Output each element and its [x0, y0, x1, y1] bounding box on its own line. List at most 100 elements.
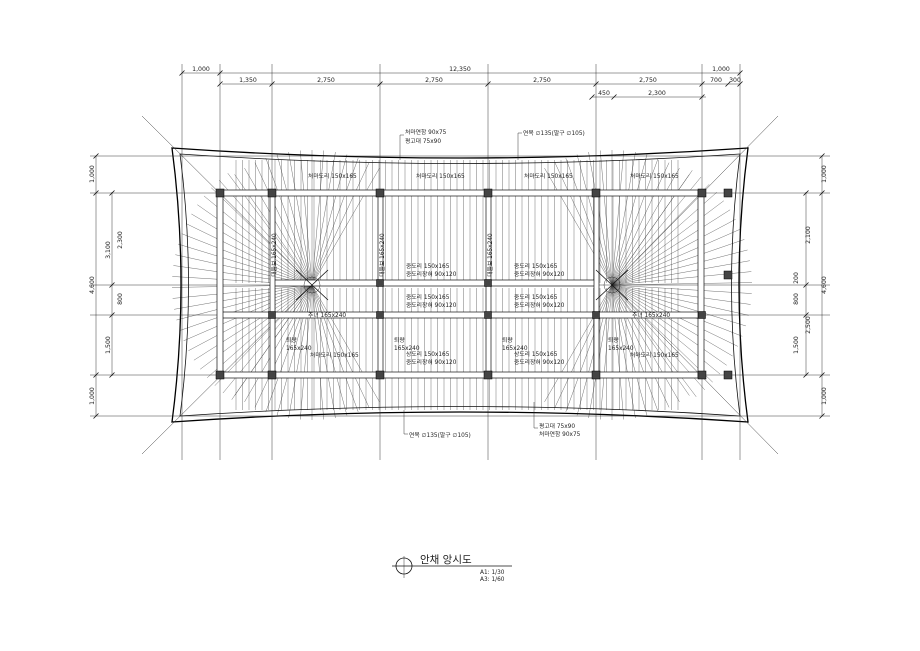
fan-rafter-right-bottom: [565, 284, 613, 412]
drawing-scale-a3: A3: 1/60: [480, 577, 505, 583]
dim-left-overall: 4,600: [89, 276, 96, 294]
dragon-beam-crosses: [295, 269, 629, 301]
drawing-scale-a1: A1: 1/30: [480, 570, 505, 576]
post-marker: [697, 370, 707, 380]
dim-tick-left: [109, 372, 115, 378]
dim-tick-right: [819, 372, 825, 378]
dim-tick-top: [699, 81, 705, 87]
callout-leaders: [399, 132, 538, 435]
fan-rafter-left-bottom: [254, 284, 313, 408]
fan-rafter-right-top: [544, 167, 613, 286]
dim-tick-top: [485, 81, 491, 87]
fan-rafter-left-bottom: [276, 284, 313, 416]
dim-left-sub-2: 800: [117, 293, 124, 305]
fan-rafter-left: [172, 284, 313, 299]
fan-rafter-right-bottom: [611, 284, 624, 420]
dim-tick-top: [737, 81, 743, 87]
title-block: 안채 앙시도 A1: 1/30 A3: 1/60: [392, 554, 512, 583]
dim-right-part-1: 1,000: [821, 165, 828, 183]
dim-top-bay-5: 2,750: [639, 77, 657, 84]
bay-beam-4: [593, 189, 600, 379]
fan-rafter-left: [178, 243, 313, 286]
label-cross-beam-1: 대들보 165x240: [270, 233, 278, 277]
dim-right-part-4: 1,500: [793, 336, 800, 354]
posts: [215, 188, 733, 380]
dim-top-bay-7: 300: [729, 77, 741, 84]
label-upper-purlin-1: 상도리 150x165: [406, 350, 450, 358]
grid-lines: [90, 64, 830, 460]
dim-tick-top: [179, 70, 185, 76]
label-mid-plate-1: 중도리장혀 90x120: [406, 270, 457, 278]
fan-rafter-left: [197, 204, 313, 286]
label-tie-beam-1: 퇴량: [286, 336, 297, 344]
post-marker: [483, 370, 493, 380]
dim-tick-left: [109, 312, 115, 318]
label-cross-beam-2: 대들보 165x240: [378, 233, 386, 277]
label-eave-purlin-1: 처마도리 150x165: [308, 172, 357, 180]
fan-rafter-left-bottom: [311, 284, 336, 418]
label-eave-purlin-6: 처마도리 150x165: [630, 351, 679, 359]
fan-rafter-left: [176, 284, 313, 321]
fan-rafter-left-top: [311, 162, 370, 286]
fan-rafter-right-bottom: [611, 284, 680, 403]
callout-top-b: 연목 ∅135(말구 ∅105): [523, 129, 585, 137]
label-cross-beam-3: 대들보 165x240: [486, 233, 494, 277]
fan-rafter-left-bottom: [288, 284, 313, 418]
fan-rafter-right: [611, 284, 727, 366]
fan-rafter-right-top: [611, 154, 648, 286]
dim-right-overall: 4,600: [821, 276, 828, 294]
fan-rafter-right-bottom: [611, 284, 648, 416]
dim-tick-top: [589, 94, 595, 100]
label-tie-beam-size-1: 165x240: [286, 346, 312, 352]
fan-rafter-left-top: [300, 150, 313, 286]
post-marker: [723, 370, 733, 380]
label-mid-purlin-1: 중도리 150x165: [406, 262, 450, 270]
dim-left-sub-1: 2,300: [117, 231, 124, 249]
dim-top-bay-2: 2,750: [317, 77, 335, 84]
dim-right-sub-1: 200: [793, 272, 800, 284]
callout-top-a: 평고대 75x90: [405, 137, 441, 145]
post-marker: [484, 279, 492, 287]
dim-tick-top: [737, 70, 743, 76]
dimension-ticks: [93, 70, 825, 419]
bay-beam-1: [269, 189, 276, 379]
dim-tick-left: [93, 372, 99, 378]
dim-tick-left: [93, 413, 99, 419]
callout-top-a2: 처마연함 90x75: [405, 128, 447, 136]
fan-rafter-left: [179, 284, 313, 331]
fan-rafter-right: [611, 284, 751, 305]
fan-rafter-left: [186, 223, 313, 286]
label-mid-purlin-2: 중도리 150x165: [514, 262, 558, 270]
fan-rafter-left: [214, 284, 313, 386]
dim-tick-right: [803, 282, 809, 288]
fan-rafter-right: [611, 229, 741, 286]
fan-rafter-right-top: [611, 152, 636, 286]
dim-top-bay-6: 700: [710, 77, 722, 84]
post-marker: [723, 270, 733, 280]
fan-rafter-left-top: [311, 158, 359, 286]
label-tie-beam-2: 퇴량: [394, 336, 405, 344]
post-marker: [591, 370, 601, 380]
post-marker: [592, 311, 600, 319]
fan-rafter-left-top: [254, 162, 313, 286]
post-marker: [375, 370, 385, 380]
label-eave-purlin-3: 처마도리 150x165: [524, 172, 573, 180]
fan-rafter-left-top: [311, 167, 380, 286]
fan-rafter-left-top: [311, 152, 336, 286]
dim-left-part-1: 1,000: [89, 165, 96, 183]
dim-top-bay-3: 2,750: [425, 77, 443, 84]
label-tie-beam-3: 퇴량: [502, 336, 513, 344]
fan-rafter-left-bottom: [244, 284, 313, 403]
dim-right-part-3: 2,500: [805, 316, 812, 334]
dim-tick-top: [377, 81, 383, 87]
roof-outline: [171, 147, 749, 423]
dim-left-part-2: 3,100: [105, 241, 112, 259]
label-mid-purlin-3: 중도리 150x165: [406, 293, 450, 301]
post-marker: [267, 188, 277, 198]
fan-rafter-left-bottom: [311, 284, 324, 420]
fan-rafter-right: [611, 284, 743, 337]
dim-right-sub-2: 800: [793, 293, 800, 305]
post-marker: [591, 188, 601, 198]
fan-rafter-right-top: [588, 152, 613, 286]
